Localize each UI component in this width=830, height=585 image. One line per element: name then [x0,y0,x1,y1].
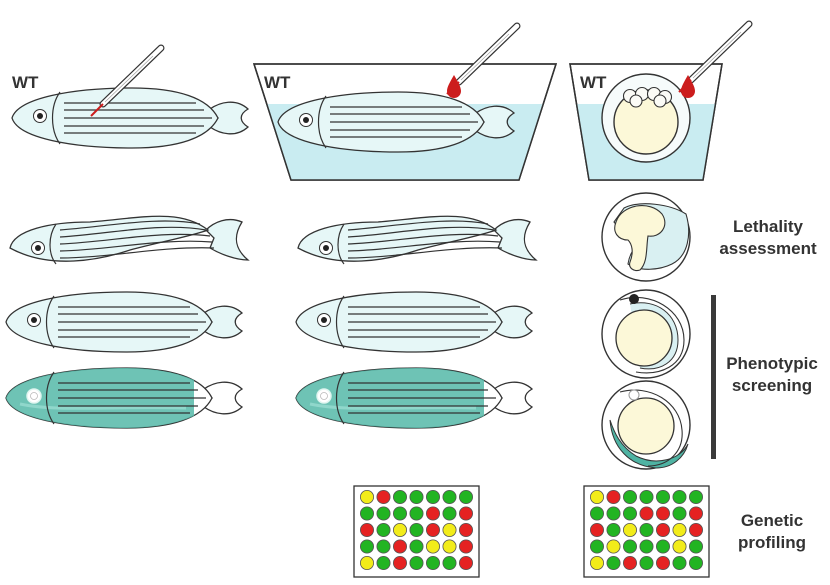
plate-well [689,506,704,521]
plate-well [376,489,391,504]
label-lethality-line2: assessment [719,239,817,258]
plate-well [409,556,424,571]
fish-icon [295,291,533,353]
plate-well [672,556,687,571]
well-plate-icon [353,485,480,578]
screening-bracket [711,295,716,459]
plate-well [425,539,440,554]
plate-well [606,539,621,554]
plate-well [590,489,605,504]
plate-well [458,556,473,571]
plate-well [425,489,440,504]
plate-well [689,489,704,504]
plate-well [359,506,374,521]
plate-well [656,489,671,504]
plate-well [606,523,621,538]
plate-well [442,556,457,571]
plate-well [689,523,704,538]
plate-well [639,523,654,538]
plate-well [639,556,654,571]
embryo-icon [601,380,691,470]
plate-well [606,489,621,504]
plate-well [359,489,374,504]
plate-well [590,506,605,521]
plate-well [606,556,621,571]
plate-well [623,539,638,554]
plate-well [623,523,638,538]
plate-well [359,556,374,571]
plate-well [376,556,391,571]
embryo-icon [601,192,691,282]
plate-well [623,489,638,504]
plate-well [639,489,654,504]
plate-well [359,523,374,538]
embryo-dish [569,24,749,181]
plate-well [409,523,424,538]
fish-icon [5,291,243,353]
plate-well [458,489,473,504]
fish-icon [9,215,249,265]
plate-well [672,489,687,504]
fish-tank [252,26,558,181]
plate-well [392,523,407,538]
plate-well [590,556,605,571]
plate-well [656,523,671,538]
plate-well [689,556,704,571]
plate-well [458,506,473,521]
plate-well [425,556,440,571]
well-plate-icon [583,485,710,578]
plate-well [623,506,638,521]
embryo-icon [601,289,691,379]
plate-well [672,506,687,521]
plate-well [376,539,391,554]
plate-well [606,506,621,521]
plate-well [442,523,457,538]
plate-well [442,506,457,521]
plate-well [425,523,440,538]
label-wt-adult: WT [12,73,39,92]
plate-well [392,489,407,504]
plate-well [392,556,407,571]
label-wt-tank: WT [264,73,291,92]
plate-well [376,506,391,521]
label-genetic-line1: Genetic [741,511,803,530]
plate-well [442,539,457,554]
plate-well [458,539,473,554]
plate-well [442,489,457,504]
plate-well [359,539,374,554]
plate-well [656,539,671,554]
fish-icon [4,366,244,430]
fish-icon [294,366,534,430]
label-phenotypic-line2: screening [732,376,812,395]
label-genetic-line2: profiling [738,533,806,552]
plate-well [672,523,687,538]
plate-well [689,539,704,554]
label-lethality-line1: Lethality [733,217,803,236]
plate-well [392,506,407,521]
plate-well [623,556,638,571]
plate-well [392,539,407,554]
fish-icon [297,215,537,265]
plate-well [458,523,473,538]
label-phenotypic-line1: Phenotypic [726,354,818,373]
plate-well [656,556,671,571]
plate-well [409,506,424,521]
embryo-icon [601,73,691,163]
plate-well [409,489,424,504]
plate-well [639,506,654,521]
plate-well [409,539,424,554]
label-wt-embryo: WT [580,73,607,92]
fish-icon [11,87,249,149]
adult-fish-injection [11,48,249,149]
plate-well [590,523,605,538]
plate-well [639,539,654,554]
plate-well [590,539,605,554]
plate-well [376,523,391,538]
plate-well [425,506,440,521]
plate-well [672,539,687,554]
plate-well [656,506,671,521]
